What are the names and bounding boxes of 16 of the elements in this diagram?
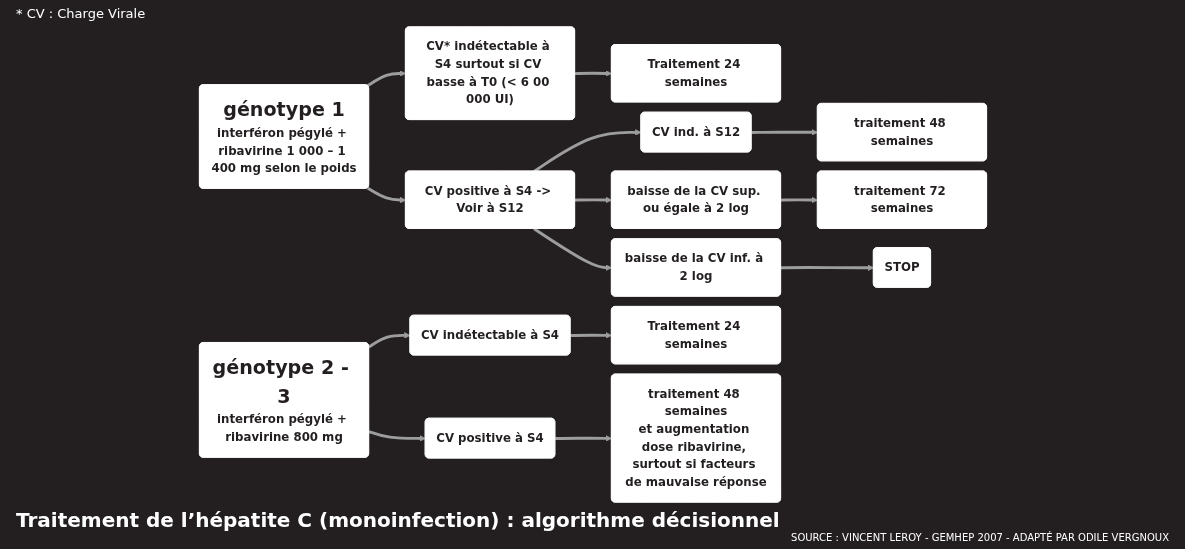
arrow xyxy=(780,264,874,271)
arrow xyxy=(367,332,411,349)
arrow xyxy=(368,430,426,442)
arrow xyxy=(532,129,642,173)
diagram-title: Traitement de l’hépatite C (monoinfection) : algorithme décisionnel xyxy=(16,508,781,532)
footnote: * CV : Charge Virale xyxy=(16,6,147,21)
arrow xyxy=(366,70,406,87)
arrow xyxy=(574,196,612,204)
arrow xyxy=(569,332,612,339)
arrow xyxy=(532,227,612,271)
source-note: SOURCE : VINCENT LEROY - GEMHEP 2007 - ADAPTÉ PAR ODILE VERGNOUX xyxy=(790,532,1169,543)
arrow xyxy=(780,196,818,204)
arrow xyxy=(554,435,612,442)
arrow xyxy=(750,129,818,136)
arrow xyxy=(366,186,406,204)
arrow xyxy=(574,70,612,77)
